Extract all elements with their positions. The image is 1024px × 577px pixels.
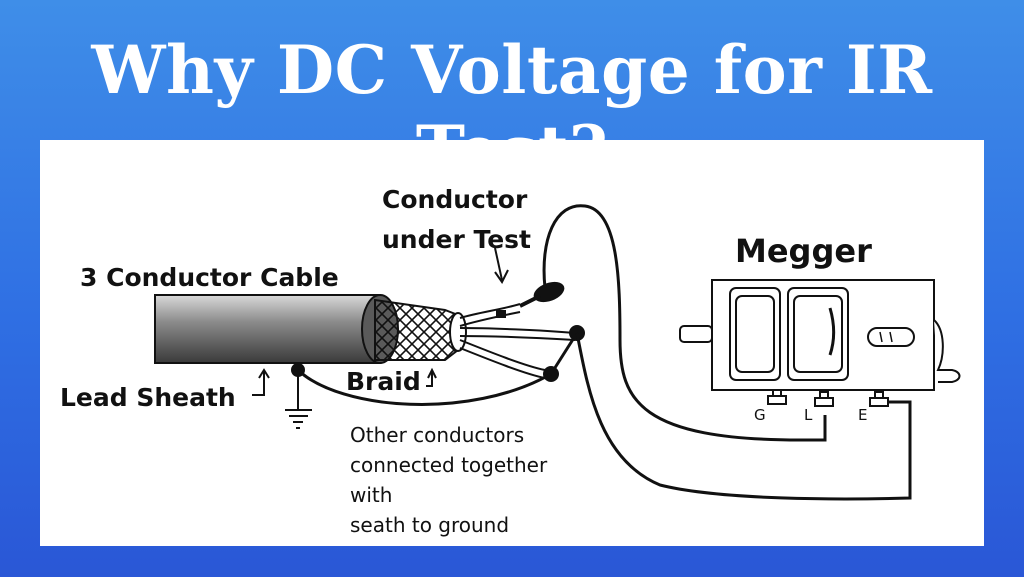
label-arrows — [252, 247, 509, 396]
cable-body — [154, 294, 399, 364]
conductor-marker — [496, 310, 506, 318]
braid-section — [374, 298, 467, 361]
lead-line-l — [542, 204, 827, 442]
ir-test-diagram: 3 Conductor Cable Conductor under Test M… — [60, 185, 961, 537]
megger-instrument — [679, 279, 961, 407]
lead-line-e — [575, 332, 912, 501]
braid-label: Braid — [346, 367, 421, 396]
test-clip — [533, 281, 565, 303]
cable-conductors — [459, 303, 576, 379]
megger-label: Megger — [735, 232, 872, 270]
diagram-panel: 3 Conductor Cable Conductor under Test M… — [40, 140, 984, 546]
conductor-label-line1: Conductor — [382, 185, 528, 214]
cable-label: 3 Conductor Cable — [80, 263, 339, 292]
terminal-e-label: E — [858, 406, 867, 424]
conductor-label-line2: under Test — [382, 225, 531, 254]
terminal-g-label: G — [754, 406, 766, 424]
note-line-2: connected together — [350, 453, 548, 477]
lead-sheath-label: Lead Sheath — [60, 383, 236, 412]
note-line-1: Other conductors — [350, 423, 524, 447]
sheath-link — [296, 368, 552, 406]
terminal-l-label: L — [804, 406, 813, 424]
ground-symbol — [285, 376, 312, 429]
note-line-4: seath to ground — [350, 513, 509, 537]
note-line-3: with — [350, 483, 392, 507]
